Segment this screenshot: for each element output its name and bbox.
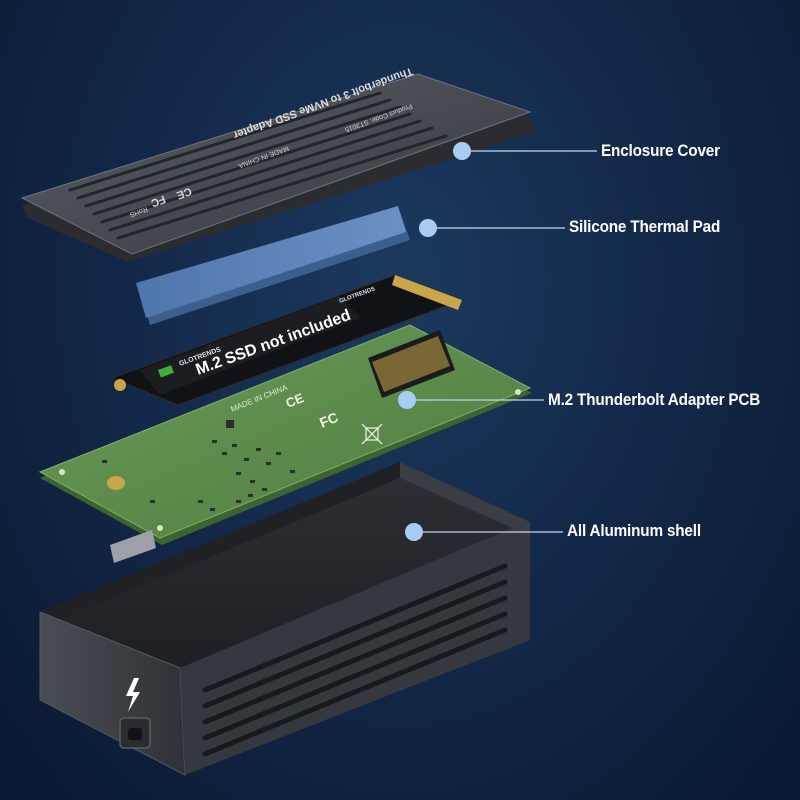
enclosure-cover: Thunderbolt 3 to NVMe SSD Adapter Produc… (20, 65, 535, 262)
cover-ce-mark: CE (175, 185, 193, 202)
ssd-screw-notch (114, 379, 126, 391)
silicone-thermal-pad (136, 206, 410, 325)
shell-ribs (202, 563, 508, 757)
callout-label-aluminum-shell: All Aluminum shell (567, 521, 701, 540)
pcb-fc-mark: FC (317, 409, 340, 431)
weee-bin-icon (361, 423, 383, 445)
callout-label-enclosure-cover: Enclosure Cover (601, 141, 720, 160)
cover-fc-mark: FC (149, 193, 167, 209)
callout-label-thermal-pad: Silicone Thermal Pad (569, 217, 721, 236)
pcb-standoff (107, 476, 125, 490)
callout-thermal-pad (419, 219, 565, 237)
pcb-ce-mark: CE (284, 390, 307, 411)
aluminum-shell (39, 462, 530, 776)
callout-dot (419, 219, 437, 237)
callout-aluminum-shell (405, 523, 563, 541)
callout-dot (405, 523, 423, 541)
cover-ribs (68, 91, 448, 240)
thunderbolt-icon (126, 678, 140, 712)
callout-dot (398, 391, 416, 409)
ssd-brand-logo-icon (158, 365, 174, 378)
usb-c-port (110, 530, 156, 563)
pcb-components (102, 420, 295, 511)
callout-adapter-pcb (398, 391, 544, 409)
callout-label-adapter-pcb: M.2 Thunderbolt Adapter PCB (548, 390, 761, 409)
adapter-pcb: MADE IN CHINA CE FC (38, 324, 532, 563)
callout-dot (453, 142, 471, 160)
callout-enclosure-cover (453, 142, 597, 160)
